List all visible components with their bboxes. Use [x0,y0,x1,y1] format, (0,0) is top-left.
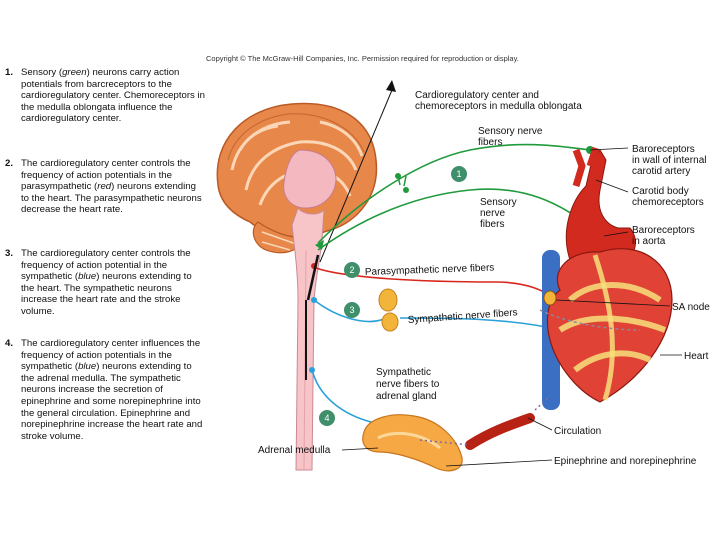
svg-text:4: 4 [324,413,329,423]
label-carotid-body-2: chemoreceptors [632,197,704,208]
text-run: ) neurons extending to the heart. The pa… [21,181,202,216]
label-sensory-mid-3: fibers [480,219,504,230]
step-badge-1: 1 [451,166,467,182]
label-baro-aorta-2: in aorta [632,236,666,247]
step-text: The cardioregulatory center controls the… [21,158,205,216]
label-center-2: chemoreceptors in medulla oblongata [415,101,582,112]
label-sensory-top-1: Sensory nerve [478,126,543,137]
svg-text:1: 1 [456,169,461,179]
color-keyword: red [97,181,112,193]
medulla-pointer [305,80,396,380]
sa-node-marker [543,290,557,306]
label-heart: Heart [684,351,709,362]
color-keyword: green [62,67,87,78]
label-carotid-body-1: Carotid body [632,186,689,197]
label-symp-adrenal-3: adrenal gland [376,391,437,402]
step-3: 3. The cardioregulatory center controls … [5,248,205,318]
step-text: Sensory (green) neurons carry action pot… [21,67,205,125]
step-number: 2. [5,158,14,169]
brain-illustration [216,102,378,254]
step-text: The cardioregulatory center influences t… [21,338,205,442]
circulation-vessel [419,395,551,450]
step-number: 4. [5,338,14,349]
step-1: 1. Sensory (green) neurons carry action … [5,67,205,125]
label-symp-adrenal-1: Sympathetic [376,367,431,378]
svg-text:3: 3 [349,305,354,315]
label-center-1: Cardioregulatory center and [415,90,539,101]
step-4: 4. The cardioregulatory center influence… [5,338,205,442]
step-number: 3. [5,248,14,259]
step-badge-3: 3 [344,302,360,318]
sympathetic-ganglion [378,288,399,332]
color-keyword: blue [78,361,97,373]
label-adrenal-medulla: Adrenal medulla [258,445,331,456]
text-run: The cardioregulatory center influences t… [21,338,201,373]
label-sympathetic: Sympathetic nerve fibers [407,307,518,326]
spinal-cord [291,207,325,471]
adrenal-gland [362,414,463,472]
text-run: The cardioregulatory center controls the… [21,248,191,283]
text-run: ) neurons extending to the heart. The sy… [21,271,192,317]
copyright-notice: Copyright © The McGraw-Hill Companies, I… [206,54,519,63]
step-number: 1. [5,67,14,78]
label-parasympathetic: Parasympathetic nerve fibers [365,262,495,278]
step-2: 2. The cardioregulatory center controls … [5,158,205,216]
label-baro-carotid-3: carotid artery [632,166,690,177]
step-badge-4: 4 [319,410,335,426]
label-pointers [341,147,682,467]
svg-text:2: 2 [349,265,354,275]
label-circulation: Circulation [554,426,601,437]
text-run: Sensory ( [21,67,63,78]
text-run: ) neurons carry action potentials from b… [21,67,205,125]
step-badge-2: 2 [344,262,360,278]
label-sa-node: SA node [672,302,710,313]
label-baro-carotid-2: in wall of internal [632,155,706,166]
text-run: The cardioregulatory center controls the… [21,158,191,193]
text-run: ) neurons extending to the adrenal medul… [21,361,203,442]
label-sensory-mid-2: nerve [480,208,505,219]
label-sensory-top-2: fibers [478,137,502,148]
label-symp-adrenal-2: nerve fibers to [376,379,440,390]
label-baro-carotid-1: Baroreceptors [632,144,695,155]
label-sensory-mid-1: Sensory [480,197,517,208]
label-epinephrine: Epinephrine and norepinephrine [554,456,697,467]
color-keyword: blue [78,271,97,283]
step-text: The cardioregulatory center controls the… [21,248,205,318]
label-baro-aorta-1: Baroreceptors [632,225,695,236]
